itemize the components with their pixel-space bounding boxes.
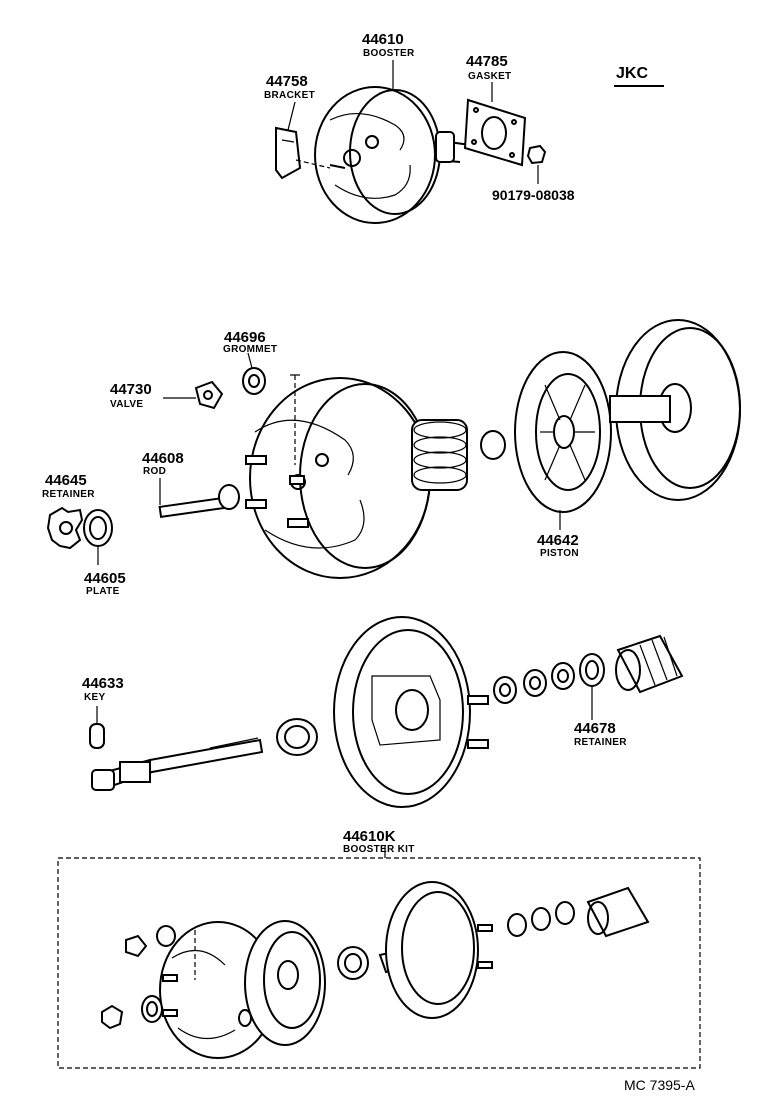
rod-name: ROD [143, 466, 166, 477]
retainer-rear-name: RETAINER [574, 737, 627, 748]
plate-number: 44605 [84, 570, 126, 587]
booster-number: 44610 [362, 31, 404, 48]
top-booster-assembly [275, 60, 547, 224]
bracket-name: BRACKET [264, 90, 315, 101]
booster-kit-name: BOOSTER KIT [343, 844, 415, 855]
lower-booster-assembly [89, 616, 684, 808]
grommet-name: GROMMET [223, 344, 277, 355]
diagram-code-text: JKC [616, 65, 648, 82]
valve-number: 44730 [110, 381, 152, 398]
booster-kit-parts [101, 881, 650, 1059]
valve-name: VALVE [110, 399, 143, 410]
rod-number: 44608 [142, 450, 184, 467]
plate-name: PLATE [86, 586, 120, 597]
piston-name: PISTON [540, 548, 579, 559]
bracket-number: 44758 [266, 73, 308, 90]
retainer-front-name: RETAINER [42, 489, 95, 500]
gasket-name: GASKET [468, 71, 511, 82]
booster-name: BOOSTER [363, 48, 415, 59]
nut-number: 90179-08038 [492, 187, 575, 203]
booster-kit-box [57, 845, 701, 1069]
booster-kit-number: 44610K [343, 828, 396, 845]
gasket-number: 44785 [466, 53, 508, 70]
middle-booster-assembly [46, 319, 741, 579]
key-number: 44633 [82, 675, 124, 692]
key-name: KEY [84, 692, 105, 703]
figure-ref: MC 7395-A [624, 1077, 695, 1093]
retainer-rear-number: 44678 [574, 720, 616, 737]
piston-number: 44642 [537, 532, 579, 549]
grommet-number: 44696 [224, 329, 266, 346]
diagram-code: JKC [614, 65, 664, 87]
retainer-front-number: 44645 [45, 472, 87, 489]
